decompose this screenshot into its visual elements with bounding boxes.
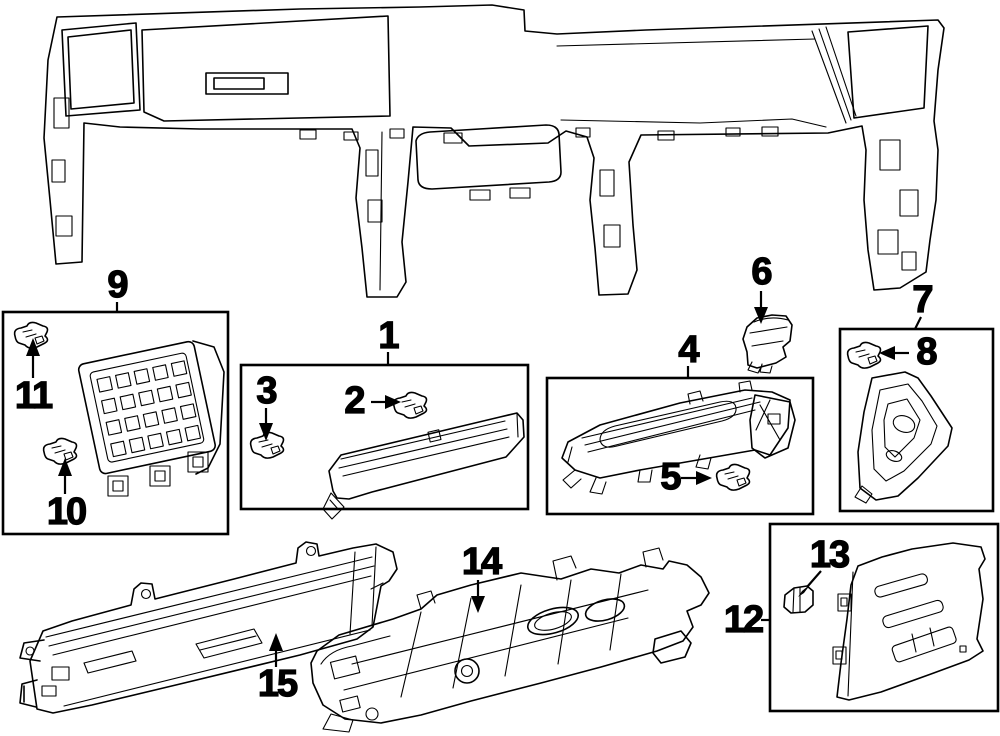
bracket-details xyxy=(51,97,919,291)
part-4-illustration xyxy=(561,380,796,495)
part-group-7 xyxy=(838,316,995,513)
callout-label-8: 8 xyxy=(916,331,938,373)
tray-detail xyxy=(205,72,289,95)
part-group-15 xyxy=(19,541,398,714)
part-7-illustration xyxy=(854,371,953,504)
main-opening xyxy=(141,15,391,122)
part-9-illustration xyxy=(77,340,225,497)
callout-label-10: 10 xyxy=(46,491,88,533)
part-9-box xyxy=(1,310,230,536)
callout-label-13: 13 xyxy=(809,534,851,576)
arrowhead-3-icon xyxy=(259,423,273,441)
part-4-box xyxy=(545,376,815,516)
instrument-panel-assembly-illustration xyxy=(43,4,945,298)
part-group-12 xyxy=(761,522,1000,713)
callout-label-12: 12 xyxy=(723,599,765,641)
part-6-illustration xyxy=(742,314,793,374)
callout-label-5: 5 xyxy=(660,456,682,498)
pillar-hatch-lines xyxy=(811,26,857,124)
callout-label-2: 2 xyxy=(344,380,366,422)
center-opening xyxy=(415,124,562,190)
part-group-4 xyxy=(545,366,815,516)
callout-label-4: 4 xyxy=(678,329,700,371)
arrowhead-14-icon xyxy=(471,596,485,613)
callout-label-3: 3 xyxy=(256,370,278,412)
right-opening xyxy=(847,25,929,119)
part-group-9 xyxy=(1,302,230,536)
arrowhead-5-icon xyxy=(696,471,712,485)
callout-label-11: 11 xyxy=(14,375,53,417)
arrowhead-8-icon xyxy=(879,346,895,360)
arrowhead-10-icon xyxy=(58,458,72,476)
callout-label-9: 9 xyxy=(107,264,129,306)
cluster-opening xyxy=(61,22,141,117)
part-group-1 xyxy=(239,352,530,520)
leader-line-7 xyxy=(914,316,922,330)
callout-label-1: 1 xyxy=(378,315,400,357)
part-15-illustration xyxy=(19,541,398,714)
arrowhead-2-icon xyxy=(385,395,401,409)
callout-label-15: 15 xyxy=(257,663,299,705)
part-14-illustration xyxy=(310,547,710,733)
callout-label-6: 6 xyxy=(751,251,773,293)
callout-label-14: 14 xyxy=(461,541,503,583)
part-12-box xyxy=(768,522,1000,713)
callout-label-7: 7 xyxy=(912,279,934,321)
part-1-box xyxy=(239,363,530,511)
part-group-6 xyxy=(742,291,793,374)
arrowhead-13-fill xyxy=(798,581,813,597)
part-12-illustration xyxy=(832,542,986,701)
right-panel-lines xyxy=(556,38,827,128)
panel-silhouette xyxy=(43,4,945,298)
clip-8-illustration xyxy=(846,341,882,369)
arrowhead-11-icon xyxy=(26,338,40,356)
part-1-illustration xyxy=(322,412,525,520)
part-7-box xyxy=(838,327,995,513)
clip-13-illustration xyxy=(783,585,814,614)
clip-5-illustration xyxy=(715,463,751,491)
clip-2-illustration xyxy=(392,391,428,419)
arrow-line-13 xyxy=(806,570,822,588)
part-group-14 xyxy=(310,547,710,733)
clip-10-illustration xyxy=(42,437,78,465)
arrowhead-6-icon xyxy=(754,307,768,324)
arrowhead-15-icon xyxy=(269,633,283,651)
